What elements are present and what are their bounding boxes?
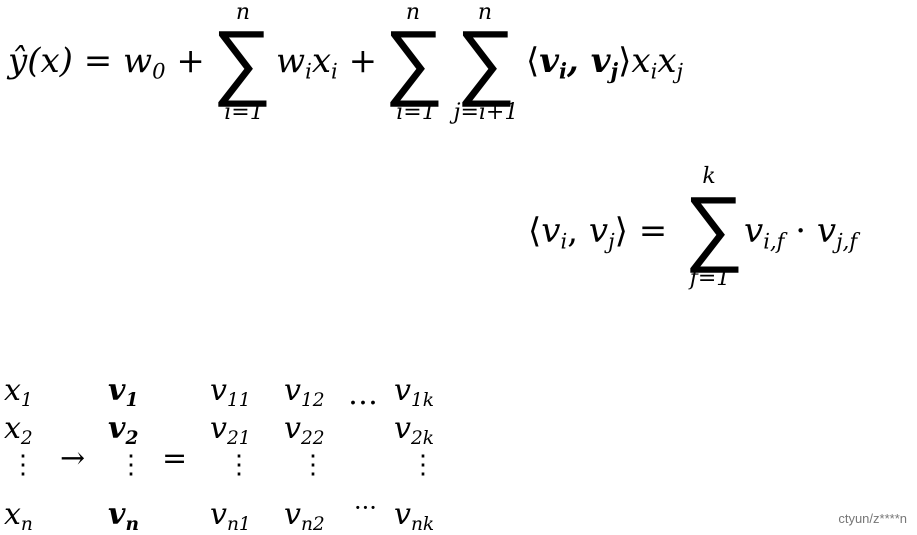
xn-label: xn <box>4 497 33 535</box>
cell-v12: v12 <box>284 373 325 411</box>
sum3-lower: j=i+1 <box>453 100 519 125</box>
v2-label: v2 <box>108 411 139 449</box>
cell-v2k: v2k <box>394 411 435 449</box>
cell-v22: v22 <box>284 411 325 449</box>
sum2-sigma-icon: ∑ <box>384 11 444 109</box>
v-vdots: ⋮ <box>118 450 144 480</box>
x2-label: x2 <box>4 411 33 449</box>
col1-vdots: ⋮ <box>226 450 252 480</box>
cell-v21: v21 <box>210 411 251 449</box>
sum4-lower: f=1 <box>689 266 731 291</box>
yhat-lhs: ŷ(x) = w0 + <box>8 41 205 84</box>
row1-hdots: … <box>348 377 378 412</box>
col2-vdots: ⋮ <box>300 450 326 480</box>
cell-v11: v11 <box>210 373 251 411</box>
x-vdots: ⋮ <box>10 450 36 480</box>
sum1-upper: n <box>235 0 251 25</box>
equals-sign: = <box>162 441 188 476</box>
interaction-term: ⟨vi, vj⟩xixj <box>526 41 684 84</box>
arrow-icon: → <box>60 441 86 476</box>
sum1-lower: i=1 <box>224 100 264 125</box>
sum2-lower: i=1 <box>396 100 436 125</box>
sum4-upper: k <box>702 164 716 189</box>
linear-term: wixi + <box>276 41 378 84</box>
sum2-upper: n <box>405 0 421 25</box>
sum4-sigma-icon: ∑ <box>684 177 744 275</box>
inner-product-lhs: ⟨vi, vj⟩ = <box>528 211 668 254</box>
watermark: ctyun/z****n <box>838 511 907 526</box>
cell-vn1: vn1 <box>210 497 251 535</box>
x1-label: x1 <box>4 373 33 411</box>
sum3-sigma-icon: ∑ <box>456 11 516 109</box>
sum3-upper: n <box>477 0 493 25</box>
v1-label: v1 <box>108 373 139 411</box>
cell-vn2: vn2 <box>284 497 325 535</box>
colk-vdots: ⋮ <box>410 450 436 480</box>
vn-label: vn <box>108 497 139 535</box>
sum1-sigma-icon: ∑ <box>212 11 272 109</box>
cell-v1k: v1k <box>394 373 435 411</box>
rown-hdots: ··· <box>354 494 377 522</box>
cell-vnk: vnk <box>394 497 435 535</box>
inner-product-rhs: vi,f · vj,f <box>744 211 858 254</box>
